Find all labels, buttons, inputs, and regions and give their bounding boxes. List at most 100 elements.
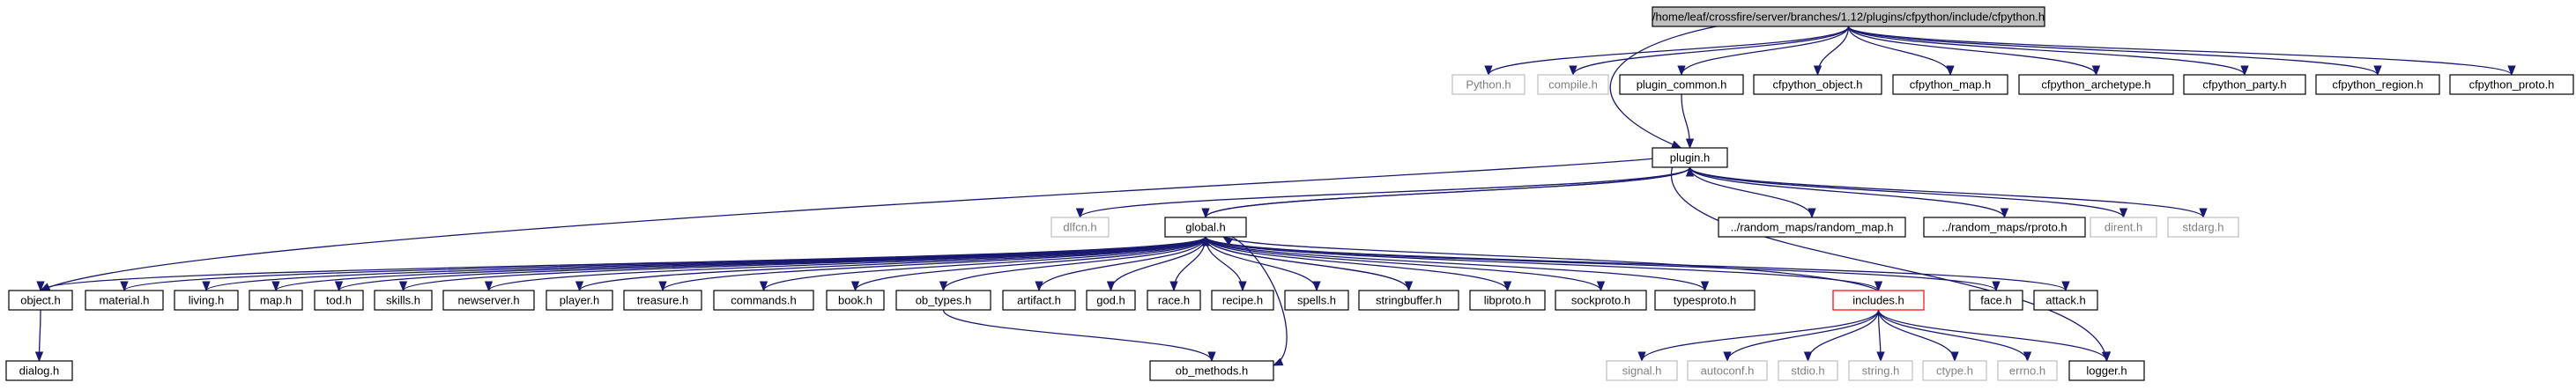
node-dlfcn: dlfcn.h [1050, 217, 1110, 238]
node-box-map [249, 290, 303, 311]
node-label-python: Python.h [1466, 78, 1511, 92]
node-box-race [1147, 290, 1201, 311]
node-box-cfpython_proto [2449, 74, 2574, 95]
node-plugin_common[interactable]: plugin_common.h [1619, 74, 1744, 95]
node-box-spells [1284, 290, 1349, 311]
edge-global-to-book [850, 236, 1206, 292]
edge-includes-to-errno [1877, 309, 2032, 363]
node-box-attack [2033, 290, 2098, 311]
node-cfpython_archetype[interactable]: cfpython_archetype.h [2018, 74, 2174, 95]
node-label-tod: tod.h [326, 294, 352, 307]
node-stdio: stdio.h [1778, 360, 1838, 381]
node-plugin[interactable]: plugin.h [1652, 147, 1728, 168]
node-stringbuffer[interactable]: stringbuffer.h [1358, 290, 1459, 311]
node-commands[interactable]: commands.h [713, 290, 814, 311]
node-cfpython_map[interactable]: cfpython_map.h [1892, 74, 2008, 95]
node-box-artifact [1002, 290, 1076, 311]
node-skills[interactable]: skills.h [374, 290, 433, 311]
edges-layer [34, 26, 2516, 366]
node-artifact[interactable]: artifact.h [1002, 290, 1076, 311]
node-ob_methods[interactable]: ob_methods.h [1149, 360, 1274, 381]
node-box-dlfcn [1050, 217, 1110, 238]
node-typesproto[interactable]: typesproto.h [1654, 290, 1756, 311]
node-libproto[interactable]: libproto.h [1469, 290, 1546, 311]
node-attack[interactable]: attack.h [2033, 290, 2098, 311]
edge-cfpython-to-cfpython_map [1847, 26, 1955, 77]
edge-global-to-living [202, 236, 1206, 292]
node-map[interactable]: map.h [249, 290, 303, 311]
node-god[interactable]: god.h [1086, 290, 1136, 311]
node-label-logger: logger.h [2086, 364, 2127, 378]
node-box-newserver [442, 290, 535, 311]
node-label-book: book.h [838, 294, 872, 307]
node-rproto[interactable]: ../random_maps/rproto.h [1923, 217, 2086, 238]
node-label-stdarg: stdarg.h [2183, 221, 2224, 234]
edge-global-to-player [575, 236, 1206, 292]
node-box-includes [1832, 290, 1925, 311]
node-label-cfpython_archetype: cfpython_archetype.h [2041, 78, 2150, 92]
node-stdarg: stdarg.h [2167, 217, 2239, 238]
node-player[interactable]: player.h [546, 290, 613, 311]
node-signal: signal.h [1606, 360, 1678, 381]
node-includes[interactable]: includes.h [1832, 290, 1925, 311]
node-box-ob_types [895, 290, 991, 311]
node-cfpython_region[interactable]: cfpython_region.h [2315, 74, 2440, 95]
node-label-recipe: recipe.h [1222, 294, 1263, 307]
edge-plugin-to-dlfcn [1076, 166, 1691, 219]
node-face[interactable]: face.h [1969, 290, 2023, 311]
node-label-player: player.h [560, 294, 600, 307]
node-box-random_map [1718, 217, 1906, 238]
node-box-cfpython_region [2315, 74, 2440, 95]
node-spells[interactable]: spells.h [1284, 290, 1349, 311]
node-label-artifact: artifact.h [1017, 294, 1061, 307]
node-global[interactable]: global.h [1164, 217, 1247, 238]
node-cfpython_party[interactable]: cfpython_party.h [2183, 74, 2306, 95]
edge-global-to-skills [399, 236, 1206, 292]
node-race[interactable]: race.h [1147, 290, 1201, 311]
node-string: string.h [1848, 360, 1913, 381]
node-label-newserver: newserver.h [457, 294, 519, 307]
node-tod[interactable]: tod.h [314, 290, 364, 311]
node-living[interactable]: living.h [174, 290, 239, 311]
node-box-stdio [1778, 360, 1838, 381]
edge-global-to-attack [1205, 236, 2070, 292]
edge-includes-to-logger [1877, 309, 2112, 363]
node-box-skills [374, 290, 433, 311]
node-box-player [546, 290, 613, 311]
edge-includes-to-string [1876, 309, 1885, 363]
node-object[interactable]: object.h [8, 290, 73, 311]
node-newserver[interactable]: newserver.h [442, 290, 535, 311]
node-label-libproto: libproto.h [1484, 294, 1531, 307]
node-box-material [85, 290, 164, 311]
node-ob_types[interactable]: ob_types.h [895, 290, 991, 311]
node-logger[interactable]: logger.h [2068, 360, 2145, 381]
edge-plugin-to-random_map [1689, 166, 1816, 219]
node-box-signal [1606, 360, 1678, 381]
node-material[interactable]: material.h [85, 290, 164, 311]
node-box-living [174, 290, 239, 311]
node-sockproto[interactable]: sockproto.h [1555, 290, 1647, 311]
node-random_map[interactable]: ../random_maps/random_map.h [1718, 217, 1906, 238]
node-cfpython[interactable]: /home/leaf/crossfire/server/branches/1.1… [1652, 6, 2045, 27]
node-box-plugin_common [1619, 74, 1744, 95]
node-box-global [1164, 217, 1247, 238]
node-cfpython_object[interactable]: cfpython_object.h [1753, 74, 1882, 95]
node-book[interactable]: book.h [826, 290, 885, 311]
node-label-sockproto: sockproto.h [1571, 294, 1630, 307]
node-recipe[interactable]: recipe.h [1211, 290, 1274, 311]
edge-global-to-newserver [485, 236, 1206, 292]
node-label-face: face.h [1980, 294, 2011, 307]
node-autoconf: autoconf.h [1687, 360, 1768, 381]
node-label-object: object.h [20, 294, 61, 307]
node-dialog[interactable]: dialog.h [5, 360, 73, 381]
edge-global-to-plugin [1205, 166, 1694, 218]
node-box-autoconf [1687, 360, 1768, 381]
node-cfpython_proto[interactable]: cfpython_proto.h [2449, 74, 2574, 95]
node-box-treasure [623, 290, 702, 311]
node-label-cfpython_party: cfpython_party.h [2202, 78, 2286, 92]
node-box-commands [713, 290, 814, 311]
node-treasure[interactable]: treasure.h [623, 290, 702, 311]
edge-global-to-material [120, 236, 1206, 292]
node-box-plugin [1652, 147, 1728, 168]
